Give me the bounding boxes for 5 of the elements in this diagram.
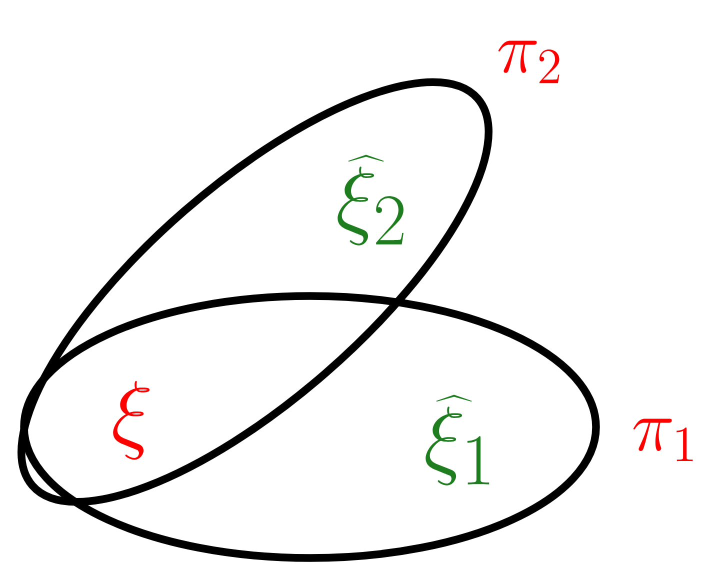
math-symbol: $\widehat{\xi}_1$: [426, 394, 490, 486]
math-symbol: $\widehat{\xi}_2$: [338, 154, 404, 246]
node-label: $\pi_1$: [633, 418, 693, 462]
node-label: $\pi_2$: [498, 40, 560, 84]
math-symbol: $\xi$: [113, 381, 150, 460]
